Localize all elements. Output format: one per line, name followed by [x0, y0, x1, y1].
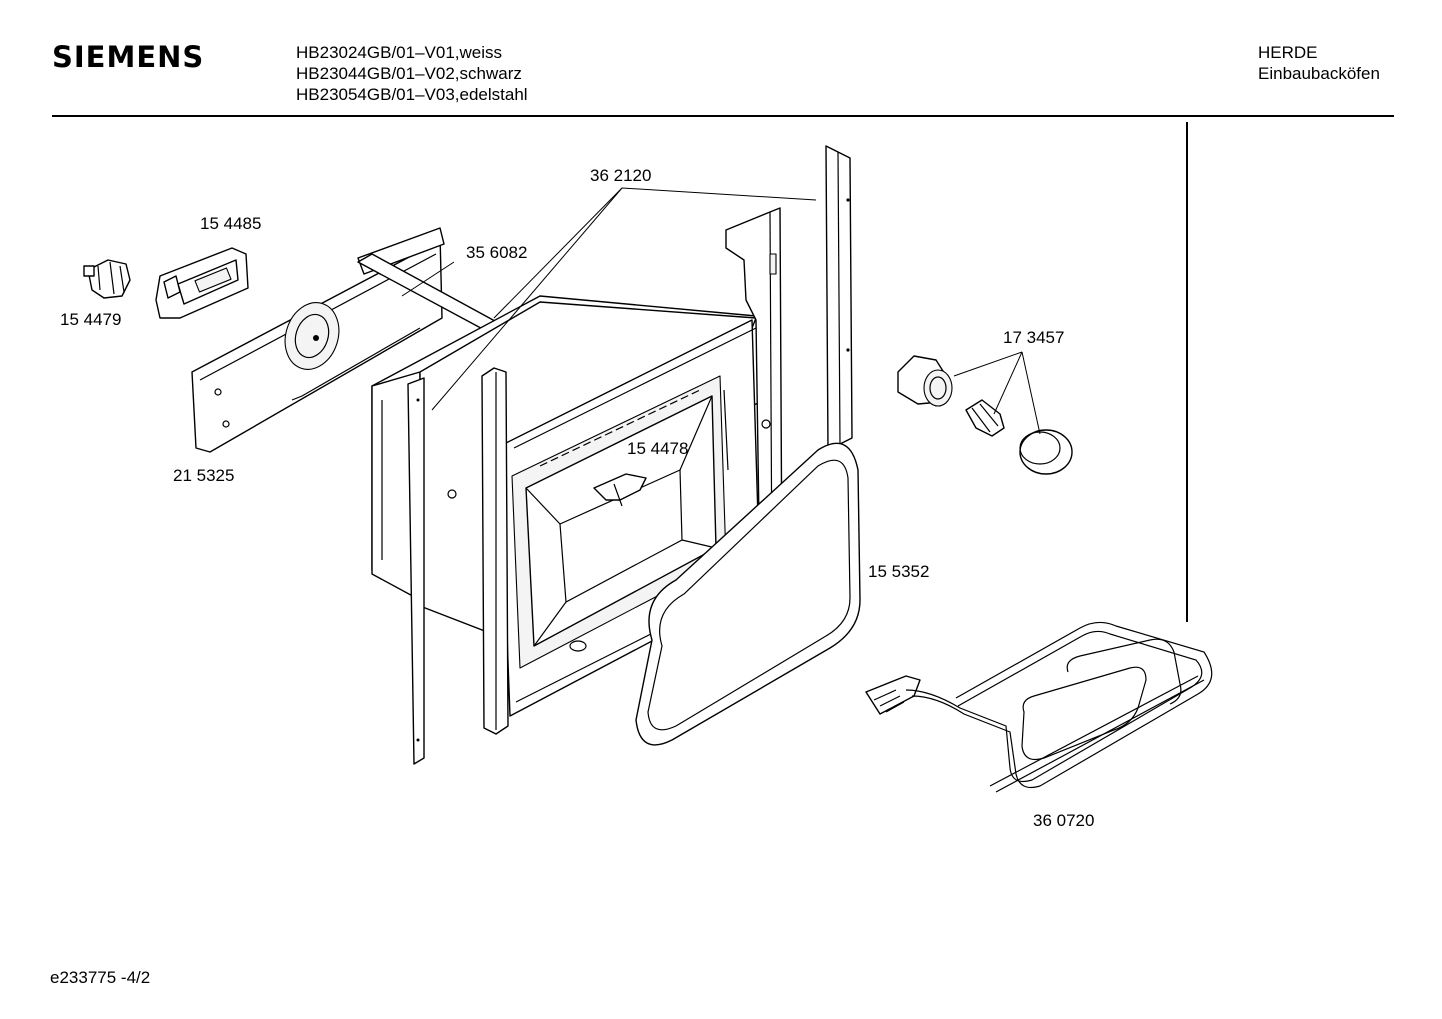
- model-line: HB23054GB/01–V03,edelstahl: [296, 85, 528, 104]
- part-362120-trim-strip: [825, 145, 853, 451]
- part-215325-rear-plate: [191, 227, 445, 453]
- model-line: HB23044GB/01–V02,schwarz: [296, 64, 522, 83]
- document-id: e233775 -4/2: [50, 968, 151, 987]
- part-154485-latch: [155, 247, 249, 319]
- model-line: HB23024GB/01–V01,weiss: [296, 43, 503, 62]
- part-173457-bulb: [965, 399, 1005, 437]
- model-list: HB23024GB/01–V01,weiss HB23044GB/01–V02,…: [296, 42, 528, 105]
- label-part-154478: 15 4478: [627, 439, 689, 458]
- brand-logo: SIEMENS: [52, 40, 205, 74]
- label-part-215325: 21 5325: [173, 466, 235, 485]
- part-middle-strip: [481, 367, 509, 735]
- part-left-strip: [407, 377, 425, 765]
- part-155352-door-seal: [635, 442, 861, 746]
- label-part-155352: 15 5352: [868, 562, 930, 581]
- label-part-154479: 15 4479: [60, 310, 122, 329]
- category-line: Einbaubacköfen: [1258, 64, 1380, 83]
- part-154478-bracket: [593, 473, 647, 507]
- category-line: HERDE: [1258, 43, 1318, 62]
- part-173457-lamp-cover: [1019, 429, 1073, 475]
- label-part-362120: 36 2120: [590, 166, 652, 185]
- label-part-154485: 15 4485: [200, 214, 262, 233]
- label-part-356082: 35 6082: [466, 243, 528, 262]
- label-part-173457: 17 3457: [1003, 328, 1065, 347]
- label-part-360720: 36 0720: [1033, 811, 1095, 830]
- category: HERDE Einbaubacköfen: [1258, 42, 1380, 84]
- part-154479-switch: [83, 259, 131, 299]
- leader-lines: [401, 187, 1041, 435]
- part-173457-lamp-holder: [897, 355, 953, 407]
- part-360720-heating-element: [865, 621, 1213, 793]
